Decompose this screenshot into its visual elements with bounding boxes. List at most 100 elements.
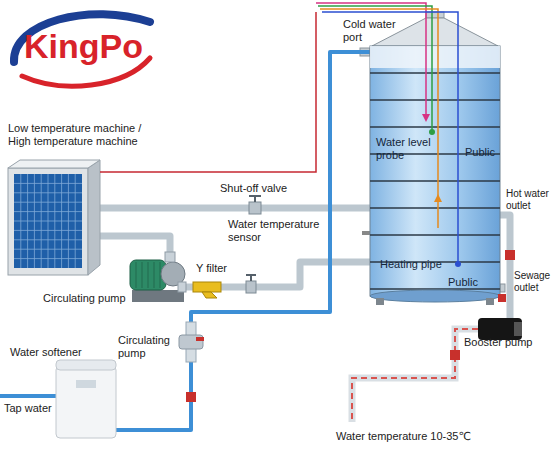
motor-fin [142,262,143,288]
part-label: Water temperature sensor [228,218,326,244]
node-text: Water softener [10,346,82,359]
grille-line [54,174,55,268]
pipe-connector [221,262,370,287]
water-tank: Water level probePublicHeating pipePubli… [370,12,500,305]
node-text: Heating pipe [380,258,442,271]
grille-line [14,221,82,222]
node-outline [193,278,221,298]
tank-body [370,46,500,296]
pump-base [132,290,184,302]
filter-body [193,282,221,292]
tank-band [370,126,500,128]
node-text: Public [448,276,478,289]
node-text: Y filter [196,262,227,275]
motor-fin [136,262,137,288]
booster-end [514,322,522,336]
node-outline [8,160,100,275]
unit-top [8,160,100,168]
softener-body [56,366,116,438]
pump-inlet [165,252,175,262]
wire-dot [429,129,435,135]
signal-wire [318,6,432,130]
pump-handle [196,337,204,341]
tank-band [370,72,500,74]
motor-fin [148,262,149,288]
pipe-connector [116,362,191,430]
pipe-connector [191,52,370,322]
node-text: Water level probe [376,136,436,162]
unit-body [8,168,88,275]
signal-wire [322,12,458,262]
hot-water-valve [505,250,515,260]
pipe-connector [500,215,510,318]
grille-line [68,174,69,268]
valve-handle [249,196,261,202]
grille-line [14,258,82,259]
heat-pump-unit: Low temperature machine / High temperatu… [8,160,100,275]
outlet-valve [450,350,460,360]
part-label: Sewage outlet [514,270,554,294]
part-label: Cold water port [343,18,401,44]
valve [246,281,256,293]
node-text: Public [465,146,495,159]
sewage-valve [498,294,506,302]
outlet-pipe [352,329,478,422]
valve-handle [246,275,256,281]
node-outline [128,252,186,302]
shut-off-valve [249,202,261,214]
grille-line [14,239,82,240]
part-label: Hot water outlet [506,188,552,212]
brand-logo: KingPo [24,26,143,66]
tank-band [370,99,500,101]
unit-side [88,160,100,275]
pump-outlet [178,282,186,292]
sewage-outlet-stub [500,284,505,292]
signal-wire [320,9,438,228]
tank-leg [486,298,494,305]
softener-lid [56,360,116,370]
grille-line [14,249,82,250]
softener-display [76,380,96,388]
grille-line [14,230,82,231]
signal-wire [316,3,426,116]
wire-dot [455,261,461,267]
wire-arrow [422,114,430,122]
booster-pump: Booster pump [478,318,522,340]
wire-arrow [434,194,442,202]
tank-cap [426,12,444,18]
y-filter: Y filter [193,278,221,298]
temperature-sensor-probe [362,231,370,235]
circulating-pump: Circulating pump [128,252,186,302]
node-outline [178,322,204,362]
motor-fin [154,262,155,288]
tank-bottom [370,290,500,302]
grille-line [61,174,62,268]
tank-band [370,180,500,182]
tank-band [370,234,500,236]
water-softener: Water softener [56,360,116,438]
control-wire [100,12,316,172]
pipe-connector [186,284,193,291]
pipe-connector [100,236,170,252]
tank-headspace [370,46,500,68]
note-label: Water temperature 10-35℃ [336,430,471,443]
outlet-pipe-stripe [352,329,478,422]
fan-grille [14,174,82,268]
node-text: Circulating pump [43,292,126,305]
pump-body [179,335,203,349]
tank-leg [376,298,384,305]
motor-fin [160,262,161,288]
part-label: Shut-off valve [220,182,287,195]
circulating-pump: Circulating pump [178,322,204,362]
filter-branch [202,292,217,298]
node-text: Low temperature machine / High temperatu… [8,122,148,148]
part-label: Tap water [4,402,52,415]
tank-band [370,207,500,209]
node-outline [56,360,116,438]
tap-water-pipe [0,394,56,398]
inlet-valve [186,392,196,402]
